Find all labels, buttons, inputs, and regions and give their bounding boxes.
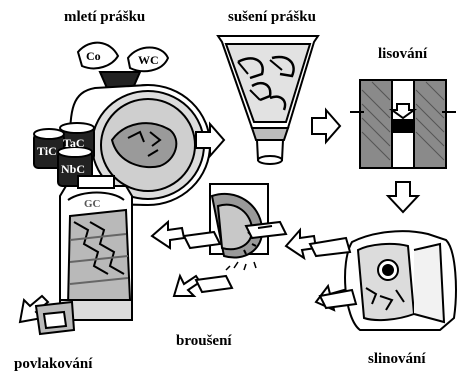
arrow-drying-to-pressing <box>312 110 340 142</box>
label-tantalum-carbide: TaC <box>63 137 85 149</box>
arrow-pressing-to-sintering <box>388 182 418 212</box>
pressing-stage <box>350 80 456 168</box>
label-milling: mletí prášku <box>64 10 145 25</box>
label-tungsten-carbide: WC <box>138 54 159 66</box>
label-cobalt: Co <box>86 50 101 62</box>
sintering-stage <box>345 231 456 330</box>
insert-grinding <box>246 222 286 238</box>
label-coating-tank: GC <box>84 199 101 210</box>
label-coating: povlakování <box>14 357 92 372</box>
arrow-grinding-to-coating <box>152 222 184 248</box>
label-pressing: lisování <box>378 47 427 62</box>
label-titanium-carbide: TiC <box>37 145 57 157</box>
label-sintering: slinování <box>368 352 426 367</box>
drying-stage <box>218 36 318 164</box>
insert-from-sintering <box>310 238 350 256</box>
insert-grinding-left <box>184 232 220 248</box>
label-drying: sušení prášku <box>228 10 316 25</box>
label-grinding: broušení <box>176 334 232 349</box>
insert-grinding-out <box>196 276 232 292</box>
label-niobium-carbide: NbC <box>61 163 85 175</box>
